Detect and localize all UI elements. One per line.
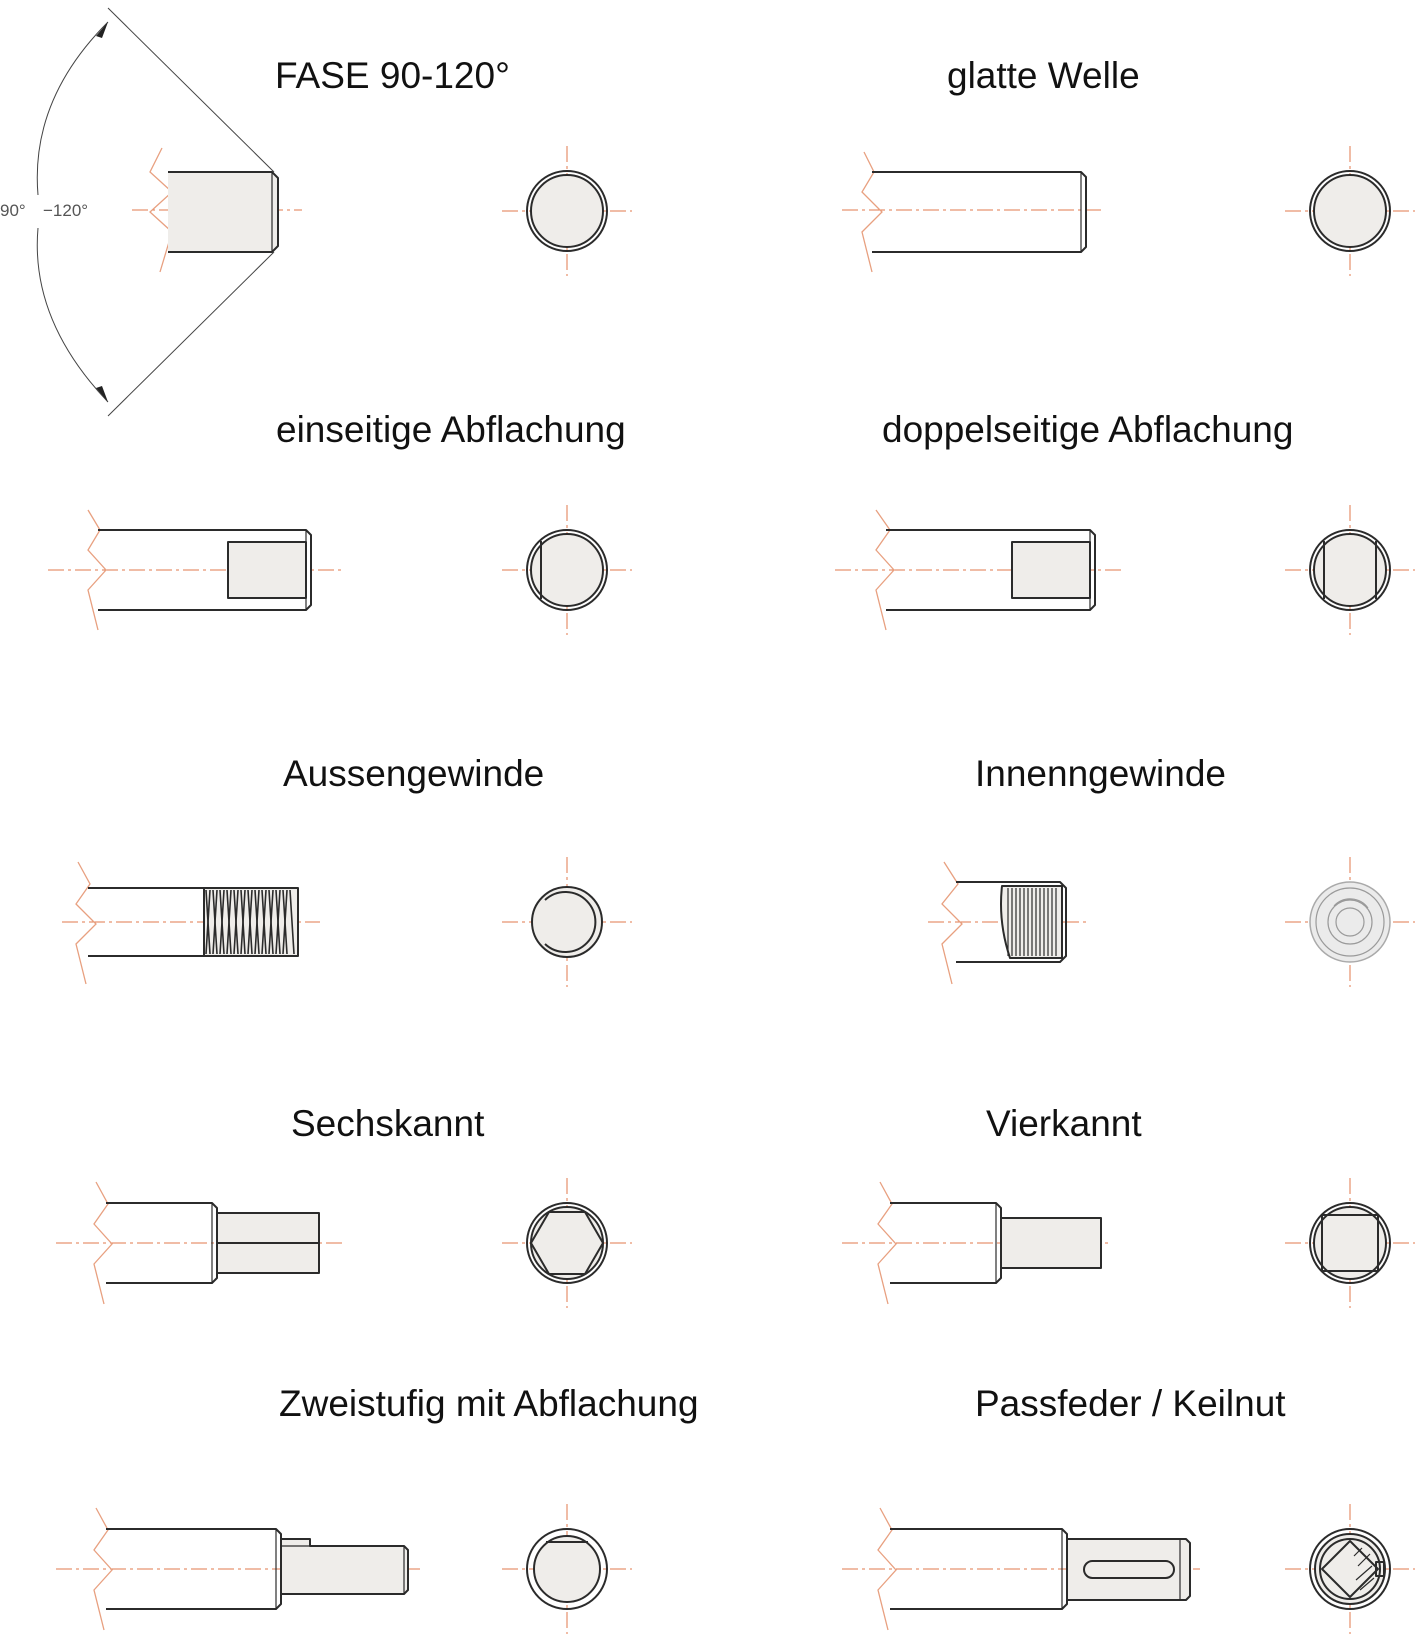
internal-thread-end-view (1285, 857, 1415, 987)
internal-thread-side-view (928, 861, 1090, 985)
dimension-label-90: 90° (0, 201, 26, 220)
single-flat-end-view (502, 505, 632, 635)
chamfer-angle-dimension (36, 7, 275, 417)
double-flat-end-view (1285, 505, 1415, 635)
smooth-shaft-side-view (842, 151, 1105, 273)
hex-end-view (502, 1178, 632, 1308)
title-passfeder: Passfeder / Keilnut (975, 1383, 1286, 1424)
internal-thread-lines (1007, 888, 1057, 956)
title-glatte-welle: glatte Welle (947, 55, 1140, 96)
single-flat-side-view (48, 509, 342, 631)
title-vierkannt: Vierkannt (986, 1103, 1142, 1144)
title-fase: FASE 90-120° (275, 55, 510, 96)
double-flat-side-view (835, 509, 1125, 631)
keyway-end-view (1285, 1504, 1415, 1634)
title-einseitige-abflachung: einseitige Abflachung (276, 409, 626, 450)
thread-flanks (205, 889, 295, 955)
title-innengewinde: Innenngewinde (975, 753, 1226, 794)
title-zweistufig: Zweistufig mit Abflachung (279, 1383, 699, 1424)
external-thread-side-view (62, 861, 320, 985)
two-step-side-view (56, 1507, 420, 1631)
chamfer-side-view (132, 147, 302, 273)
smooth-shaft-end-view (1285, 146, 1415, 276)
two-step-end-view (502, 1504, 632, 1634)
square-side-view (842, 1181, 1110, 1305)
title-doppelseitige-abflachung: doppelseitige Abflachung (882, 409, 1294, 450)
dimension-label-120: −120° (43, 201, 89, 220)
hex-side-view (56, 1181, 345, 1305)
keyway-side-view (842, 1507, 1200, 1631)
title-sechskannt: Sechskannt (291, 1103, 485, 1144)
external-thread-end-view (502, 857, 632, 987)
chamfer-end-view (502, 146, 632, 276)
title-aussengewinde: Aussengewinde (283, 753, 545, 794)
square-end-view (1285, 1178, 1415, 1308)
